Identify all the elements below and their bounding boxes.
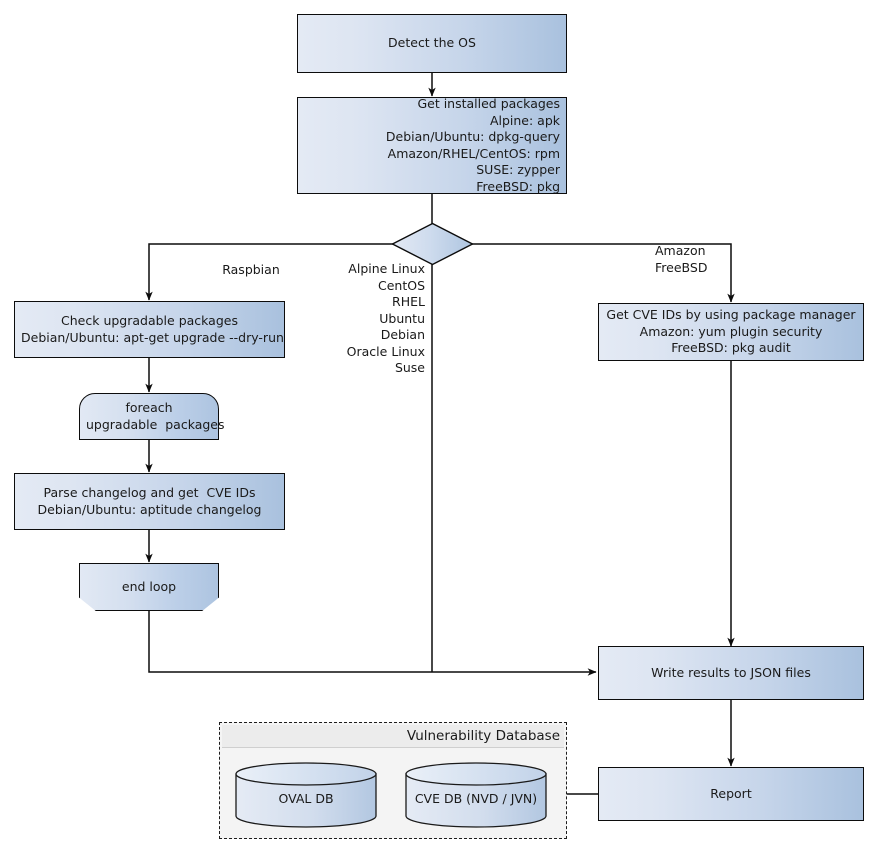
- node-parse-changelog-label: Parse changelog and get CVE IDs Debian/U…: [37, 485, 262, 517]
- node-foreach-loop-start[interactable]: foreach upgradable packages: [79, 393, 225, 440]
- edge-label-middle-os-list: Alpine Linux CentOS RHEL Ubuntu Debian O…: [346, 261, 425, 375]
- edge-label-amazon-freebsd: Amazon FreeBSD: [655, 243, 708, 275]
- vulnerability-database-title-bar: Vulnerability Database: [222, 725, 564, 748]
- node-report-label: Report: [710, 785, 752, 801]
- vulnerability-database-title: Vulnerability Database: [406, 728, 560, 744]
- decision-diamond: [390, 222, 475, 266]
- node-get-cve-ids-label: Get CVE IDs by using package manager Ama…: [606, 307, 856, 356]
- node-detect-os-label: Detect the OS: [388, 35, 476, 51]
- node-check-upgradable-packages-label: Check upgradable packages Debian/Ubuntu:…: [21, 313, 284, 345]
- edge-endloop-to-write: [148, 611, 597, 676]
- node-write-results-label: Write results to JSON files: [651, 664, 811, 680]
- node-detect-os[interactable]: Detect the OS: [297, 14, 567, 73]
- node-end-loop[interactable]: end loop: [79, 563, 219, 611]
- node-get-installed-packages[interactable]: Get installed packages Alpine: apk Debia…: [297, 96, 567, 194]
- database-oval-db-label: OVAL DB: [278, 791, 334, 806]
- node-write-results[interactable]: Write results to JSON files: [598, 646, 864, 700]
- node-check-upgradable-packages[interactable]: Check upgradable packages Debian/Ubuntu:…: [14, 301, 285, 358]
- node-get-installed-packages-label: Get installed packages Alpine: apk Debia…: [385, 96, 560, 194]
- node-parse-changelog[interactable]: Parse changelog and get CVE IDs Debian/U…: [14, 473, 285, 530]
- node-end-loop-label: end loop: [121, 578, 177, 594]
- node-get-cve-ids[interactable]: Get CVE IDs by using package manager Ama…: [598, 303, 864, 361]
- database-oval-db[interactable]: OVAL DB: [235, 762, 377, 828]
- node-foreach-loop-start-label: foreach upgradable packages: [86, 400, 225, 432]
- database-cve-db-label: CVE DB (NVD / JVN): [414, 791, 538, 806]
- edge-label-raspbian: Raspbian: [222, 262, 280, 277]
- database-cve-db[interactable]: CVE DB (NVD / JVN): [405, 762, 547, 828]
- node-report[interactable]: Report: [598, 767, 864, 821]
